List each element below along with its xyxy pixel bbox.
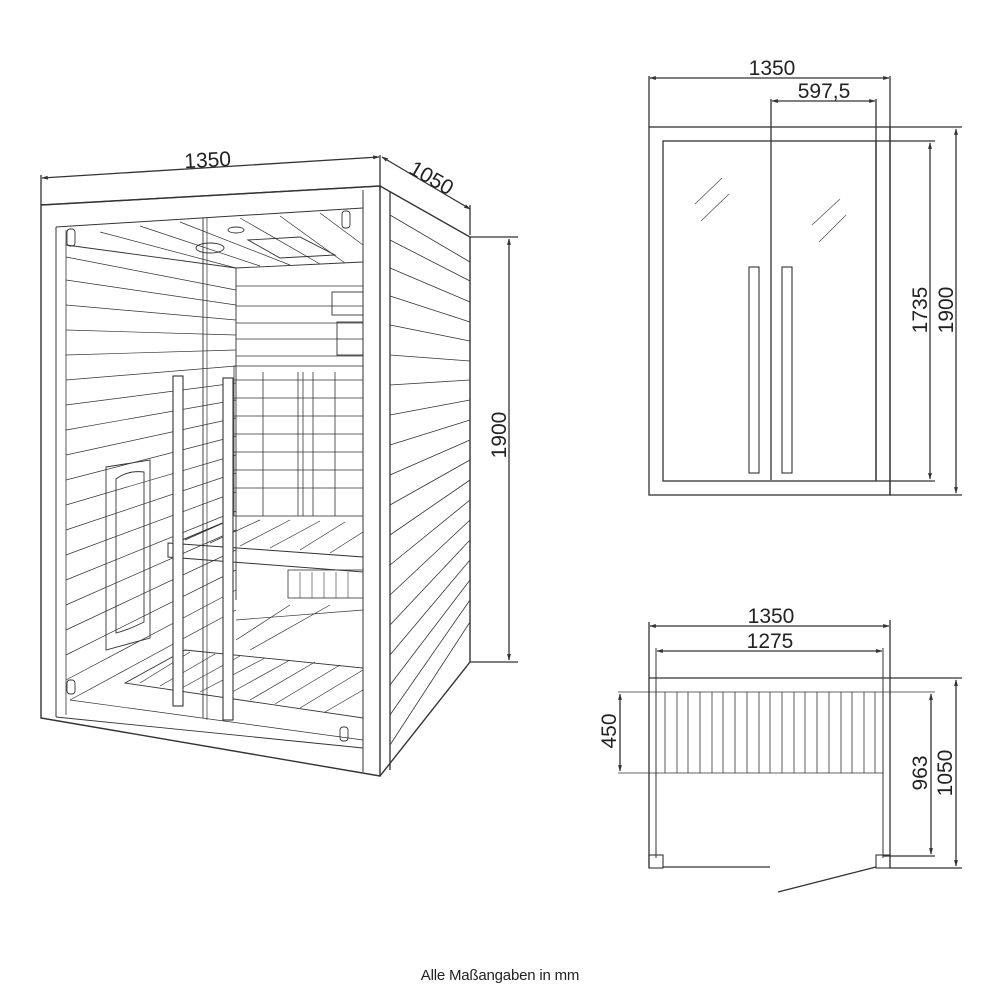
infrared-heater-back xyxy=(233,365,364,517)
front-view xyxy=(648,76,962,496)
perspective-depth-dimension xyxy=(381,156,471,235)
top-view xyxy=(618,620,962,893)
top-inner-depth-label: 963 xyxy=(909,755,932,790)
cabin-side-panel xyxy=(379,185,471,777)
corner-post-left xyxy=(648,854,664,869)
perspective-height-dimension xyxy=(470,236,518,663)
units-footnote: Alle Maßangaben in mm xyxy=(420,967,580,984)
top-inner-width-label: 1275 xyxy=(747,630,794,653)
perspective-width-dimension xyxy=(40,155,381,205)
bench xyxy=(167,519,364,599)
top-width-label: 1350 xyxy=(748,605,795,628)
front-width-label: 1350 xyxy=(749,57,796,80)
door-handle-left xyxy=(172,375,184,707)
front-glass-area xyxy=(662,140,877,482)
side-slats xyxy=(389,214,471,746)
door-handle-right xyxy=(222,377,234,721)
door-swing-line xyxy=(777,866,877,893)
perspective-height-label: 1900 xyxy=(488,412,511,459)
ceiling-light-icon xyxy=(195,242,225,254)
infrared-heater-side xyxy=(105,459,151,651)
floor-grate xyxy=(69,604,364,719)
front-door-width-label: 597,5 xyxy=(798,80,851,103)
top-bench-depth-label: 450 xyxy=(598,713,621,748)
left-wall-slats xyxy=(65,256,237,681)
corner-post-right xyxy=(875,854,891,869)
perspective-depth-label: 1050 xyxy=(405,157,457,200)
ceiling-light-icon xyxy=(227,226,245,234)
cabin-front-frame xyxy=(40,185,381,777)
top-depth-label: 1050 xyxy=(934,750,957,797)
front-handle-left xyxy=(748,266,760,474)
front-door-height-label: 1735 xyxy=(909,287,932,334)
perspective-view xyxy=(40,155,518,777)
front-outer-frame xyxy=(648,126,891,496)
front-height-label: 1900 xyxy=(935,287,958,334)
top-bench xyxy=(618,691,935,774)
front-handle-right xyxy=(781,266,793,474)
perspective-width-label: 1350 xyxy=(184,148,232,173)
